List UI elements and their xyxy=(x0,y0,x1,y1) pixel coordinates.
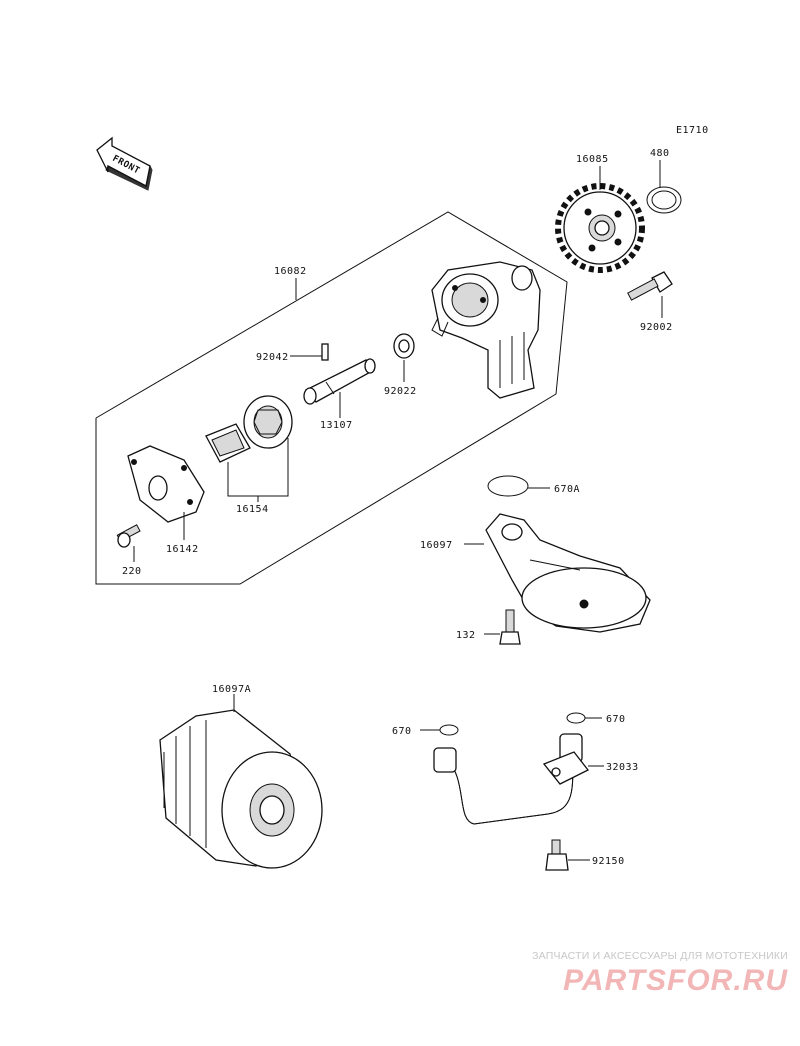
assembly-16082-frame xyxy=(95,211,568,585)
callout-670-right: 670 xyxy=(606,714,626,725)
outer-rotor-16154 xyxy=(243,395,293,449)
callout-16082: 16082 xyxy=(274,266,307,277)
bolt-92150 xyxy=(545,839,569,871)
callout-16154: 16154 xyxy=(236,504,269,515)
watermark-logo: PARTSFOR.RU xyxy=(563,964,788,997)
callout-670A: 670A xyxy=(554,484,580,495)
diagram-code: E1710 xyxy=(676,125,709,136)
leader-lines xyxy=(133,160,663,861)
callout-32033: 32033 xyxy=(606,762,639,773)
callout-13107: 13107 xyxy=(320,420,353,431)
callout-220: 220 xyxy=(122,566,142,577)
gear-16085 xyxy=(555,183,645,273)
screw-220 xyxy=(116,524,141,548)
pump-cover-16142 xyxy=(127,445,205,523)
o-ring-670-left xyxy=(439,724,459,736)
callout-92150: 92150 xyxy=(592,856,625,867)
oil-pipe-32033 xyxy=(433,733,589,825)
front-arrow-icon: FRONT xyxy=(96,136,153,191)
o-ring-670A xyxy=(487,475,529,497)
bolt-92002 xyxy=(627,271,673,301)
callout-132: 132 xyxy=(456,630,476,641)
callout-16085: 16085 xyxy=(576,154,609,165)
watermark-tagline: ЗАПЧАСТИ И АКСЕССУАРЫ ДЛЯ МОТОТЕХНИКИ xyxy=(532,950,788,962)
shaft-13107 xyxy=(303,358,376,405)
inner-rotor-16154 xyxy=(205,423,251,463)
circlip-480 xyxy=(646,186,682,214)
callout-670-left: 670 xyxy=(392,726,412,737)
callout-16097: 16097 xyxy=(420,540,453,551)
pump-body xyxy=(431,261,541,399)
callout-92002: 92002 xyxy=(640,322,673,333)
callout-16097A: 16097A xyxy=(212,684,251,695)
callout-480: 480 xyxy=(650,148,670,159)
oil-strainer-16097 xyxy=(485,513,651,633)
oil-filter-16097A xyxy=(159,709,323,869)
washer-92022 xyxy=(393,333,415,359)
callout-92042: 92042 xyxy=(256,352,289,363)
o-ring-670-right xyxy=(566,712,586,724)
callout-92022: 92022 xyxy=(384,386,417,397)
watermark: ЗАПЧАСТИ И АКСЕССУАРЫ ДЛЯ МОТОТЕХНИКИ PA… xyxy=(468,950,788,998)
callout-16142: 16142 xyxy=(166,544,199,555)
pin-92042 xyxy=(321,343,329,361)
bolt-132 xyxy=(499,609,521,645)
